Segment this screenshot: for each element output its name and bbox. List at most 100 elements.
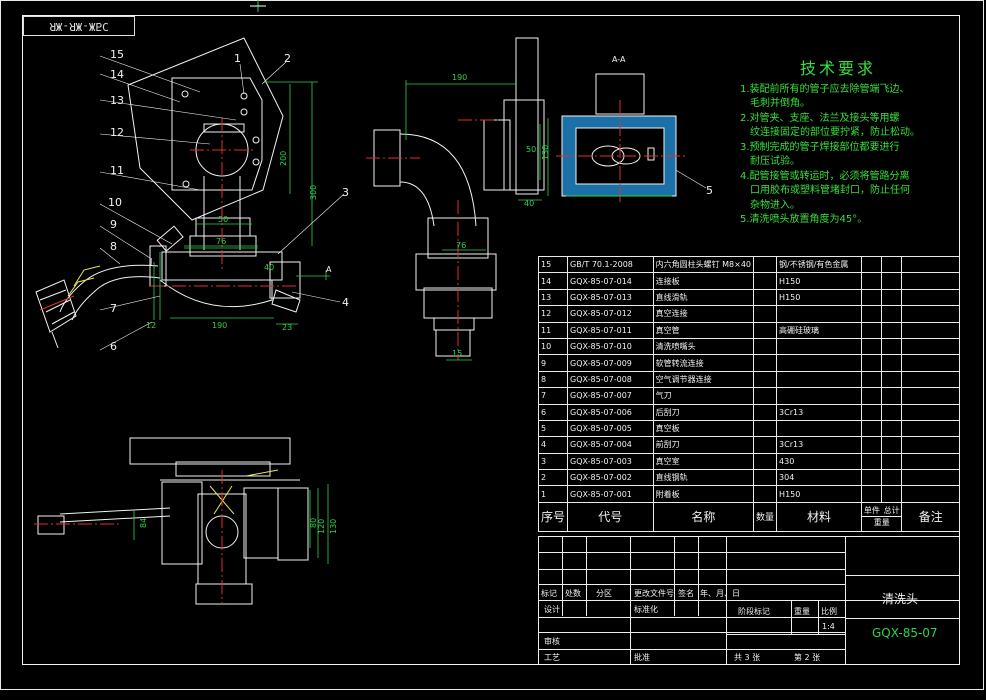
parts-cell-note [901, 370, 960, 389]
parts-cell-code: GQX-85-07-001 [567, 485, 654, 503]
parts-cell-name: 附着板 [652, 485, 755, 503]
tech-note-4b: 口用胶布或塑料管堵封口，防止任何 [750, 185, 910, 196]
parts-cell-mat [776, 370, 863, 389]
parts-cell-unit [861, 452, 883, 471]
parts-cell-mat: H150 [776, 272, 863, 290]
parts-cell-name: 直线钢轨 [652, 469, 755, 487]
svg-text:50: 50 [526, 145, 536, 154]
parts-cell-code: GQX-85-07-011 [567, 321, 654, 339]
top-view-dimensions [133, 484, 329, 564]
parts-cell-no: 12 [537, 305, 569, 323]
parts-cell-qty [753, 419, 778, 438]
tech-note-1: 1.装配前所有的管子应去除管端飞边、 [740, 83, 910, 95]
header-code: 代号 [567, 501, 654, 532]
parts-cell-name: 真空室 [652, 452, 755, 471]
parts-cell-mat: H150 [776, 288, 863, 307]
parts-cell-no: 1 [537, 485, 569, 503]
parts-cell-mat: 3Cr13 [776, 436, 863, 454]
parts-cell-unit [861, 288, 883, 307]
parts-cell-qty [753, 255, 778, 274]
parts-cell-unit [861, 337, 883, 356]
parts-cell-no: 3 [537, 452, 569, 471]
parts-cell-qty [753, 337, 778, 356]
parts-list-header: 序号 代号 名称 数量 材料 单件总计 重量 备注 [537, 501, 960, 532]
svg-text:10: 10 [108, 196, 122, 209]
parts-cell-code: GQX-85-07-013 [567, 288, 654, 307]
parts-cell-mat [776, 354, 863, 372]
parts-cell-no: 14 [537, 272, 569, 290]
parts-cell-total [881, 387, 903, 405]
tech-note-2b: 纹连接固定的部位要拧紧，防止松动。 [750, 127, 920, 138]
front-dim-text: 300 200 50 76 40 12 190 23 A J [146, 151, 332, 332]
parts-cell-qty [753, 469, 778, 487]
parts-cell-note [901, 337, 960, 356]
header-material: 材料 [776, 501, 863, 532]
parts-cell-total [881, 288, 903, 307]
top-dim-text: 84 80 120 130 [139, 518, 338, 534]
front-view-accents [67, 265, 101, 297]
parts-cell-code: GQX-85-07-008 [567, 370, 654, 389]
tech-note-4c: 杂物进入。 [750, 199, 800, 211]
parts-cell-qty [753, 288, 778, 307]
parts-cell-name: 清洗喷嘴头 [652, 337, 755, 356]
parts-cell-code: GQX-85-07-012 [567, 305, 654, 323]
parts-cell-code: GQX-85-07-004 [567, 436, 654, 454]
tb-date: 年、月、日 [700, 589, 740, 598]
tb-docno: 更改文件号 [634, 589, 674, 598]
tb-mark: 标记 [541, 589, 557, 598]
parts-cell-no: 7 [537, 387, 569, 405]
parts-cell-note [901, 272, 960, 290]
parts-cell-code: GQX-85-07-014 [567, 272, 654, 290]
side-dim-text: 190 50 130 40 76 15 [452, 73, 550, 358]
parts-cell-note [901, 469, 960, 487]
tb-scale: 比例 [821, 607, 837, 616]
parts-cell-name: 前刮刀 [652, 436, 755, 454]
center-marker-top [250, 0, 266, 12]
svg-text:2: 2 [284, 52, 291, 65]
parts-cell-mat [776, 419, 863, 438]
svg-text:23: 23 [282, 323, 292, 332]
parts-cell-total [881, 272, 903, 290]
parts-cell-mat: 304 [776, 469, 863, 487]
parts-cell-note [901, 419, 960, 438]
svg-text:15: 15 [110, 48, 124, 61]
parts-cell-mat: 钢/不锈钢/有色金属 [776, 255, 863, 274]
parts-cell-total [881, 337, 903, 356]
parts-cell-name: 直线滑轨 [652, 288, 755, 307]
parts-cell-qty [753, 387, 778, 405]
tb-std: 标准化 [634, 605, 658, 614]
svg-text:A-A: A-A [612, 55, 626, 64]
parts-cell-unit [861, 321, 883, 339]
parts-cell-name: 空气调节器连接 [652, 370, 755, 389]
parts-cell-unit [861, 403, 883, 421]
tb-zone: 分区 [596, 589, 612, 598]
parts-cell-note [901, 321, 960, 339]
parts-cell-total [881, 255, 903, 274]
section-a-a: A-A [556, 55, 688, 204]
front-view-details [39, 118, 300, 311]
parts-cell-qty [753, 305, 778, 323]
tb-review: 审核 [544, 637, 560, 646]
svg-text:9: 9 [110, 218, 117, 231]
header-name: 名称 [652, 501, 755, 532]
tech-note-3: 3.预制完成的管子焊接部位都要进行 [740, 141, 900, 153]
parts-cell-unit [861, 305, 883, 323]
svg-text:200: 200 [279, 151, 288, 166]
parts-cell-code: GQX-85-07-009 [567, 354, 654, 372]
tb-sign: 签名 [678, 589, 694, 598]
parts-cell-mat: 430 [776, 452, 863, 471]
svg-text:J: J [149, 257, 152, 266]
parts-cell-name: 真空管 [652, 321, 755, 339]
parts-cell-qty [753, 354, 778, 372]
parts-cell-mat [776, 305, 863, 323]
